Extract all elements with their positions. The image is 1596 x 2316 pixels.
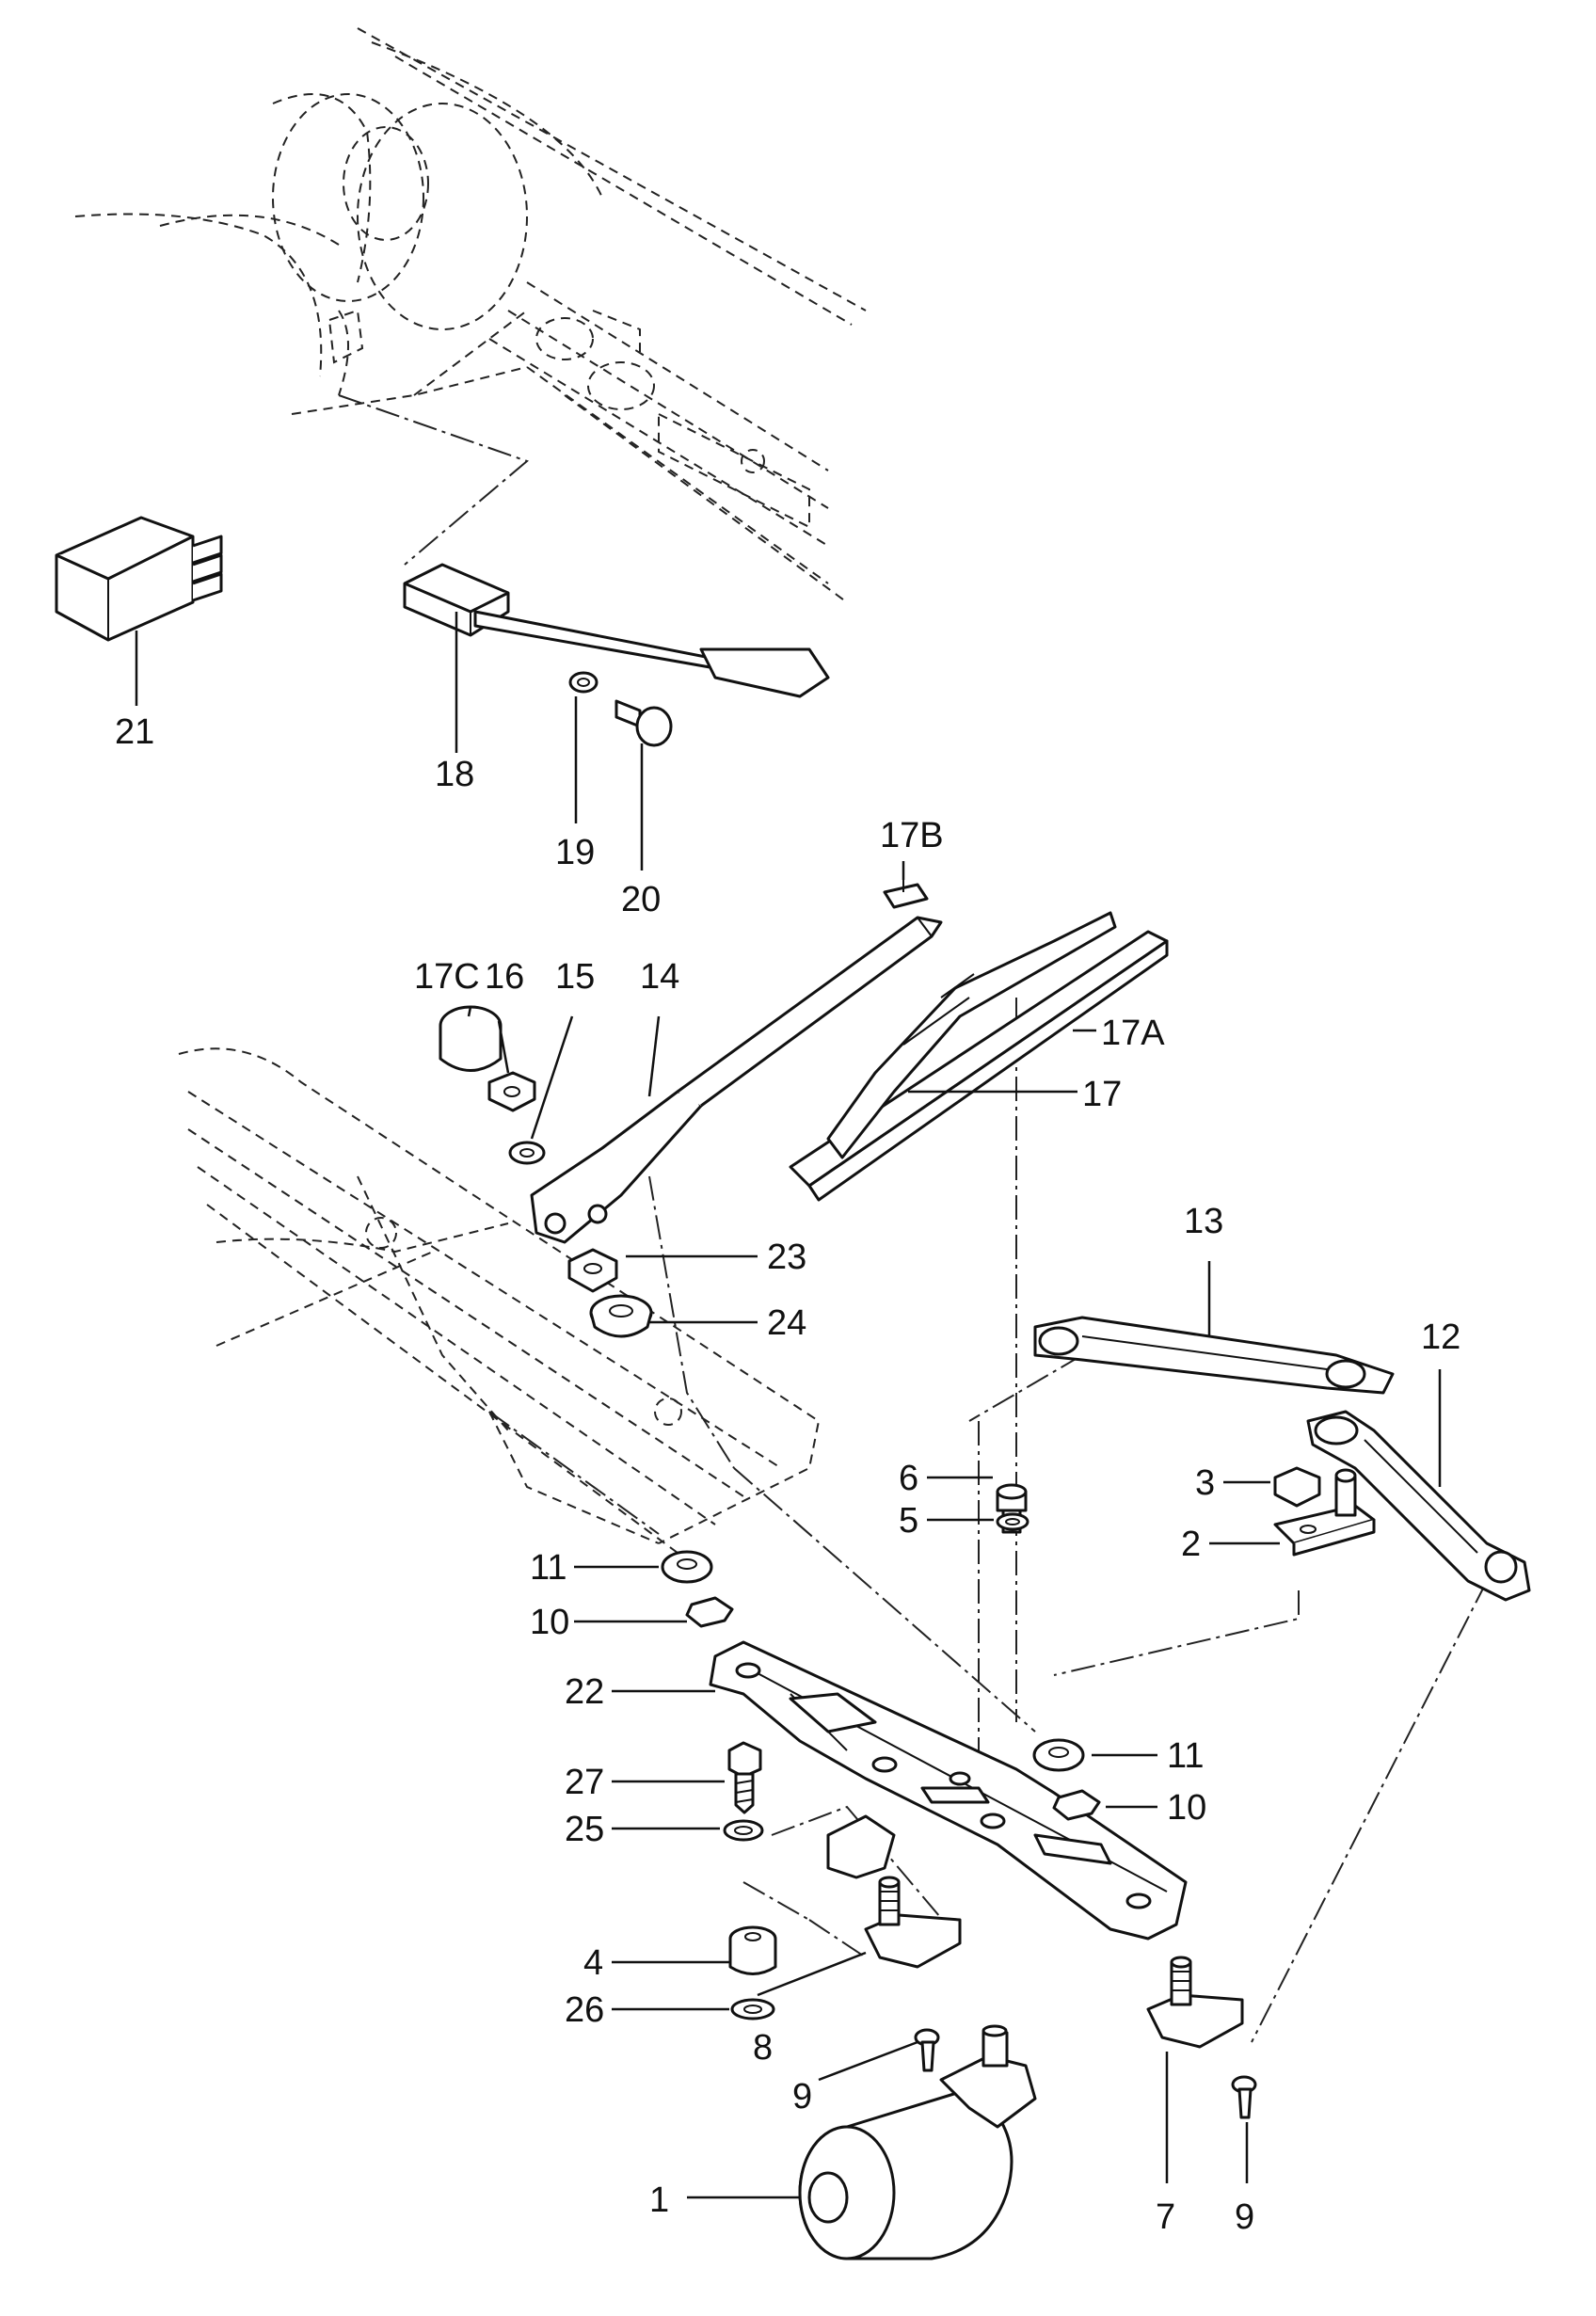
washer-25 xyxy=(723,1819,764,1842)
wiper-arm xyxy=(530,916,943,1244)
label-7: 7 xyxy=(1156,2197,1175,2237)
label-17c: 17C xyxy=(414,957,480,997)
label-5: 5 xyxy=(899,1501,918,1541)
label-6: 6 xyxy=(899,1459,918,1498)
label-20: 20 xyxy=(621,880,661,919)
bushing-24 xyxy=(589,1294,653,1338)
seal-10-left xyxy=(685,1596,734,1628)
label-23: 23 xyxy=(767,1238,806,1277)
washer-19 xyxy=(568,671,598,694)
linkage-rod-13 xyxy=(1033,1316,1395,1395)
label-3: 3 xyxy=(1195,1463,1215,1503)
label-10-right: 10 xyxy=(1167,1788,1206,1828)
label-11-left: 11 xyxy=(530,1548,567,1588)
bearing-7 xyxy=(1146,1956,1244,2049)
label-27: 27 xyxy=(565,1763,604,1802)
label-9-left: 9 xyxy=(792,2077,812,2116)
screw-20 xyxy=(614,699,673,747)
washer-11-right xyxy=(1032,1738,1085,1772)
label-17a: 17A xyxy=(1101,1014,1165,1053)
wiper-motor xyxy=(798,2024,1037,2260)
label-17b: 17B xyxy=(880,816,944,855)
label-17: 17 xyxy=(1082,1075,1122,1114)
label-26: 26 xyxy=(565,1990,604,2030)
label-12: 12 xyxy=(1421,1318,1460,1357)
label-22: 22 xyxy=(565,1672,604,1712)
label-19: 19 xyxy=(555,833,595,872)
wiper-blade xyxy=(789,911,1169,1202)
bolt-27 xyxy=(727,1741,762,1814)
cowl-outline xyxy=(178,1047,821,1554)
nut-16 xyxy=(487,1071,536,1112)
relay xyxy=(55,516,223,642)
label-2: 2 xyxy=(1181,1525,1201,1564)
label-8: 8 xyxy=(753,2028,773,2068)
seal-10-right xyxy=(1052,1789,1101,1821)
label-24: 24 xyxy=(767,1303,806,1343)
rubber-mount-4 xyxy=(728,1925,777,1975)
washer-5 xyxy=(996,1512,1029,1531)
screw-9-left xyxy=(914,2028,940,2072)
label-16: 16 xyxy=(485,957,524,997)
label-10-left: 10 xyxy=(530,1603,569,1642)
dashboard-outline xyxy=(74,27,867,603)
label-13: 13 xyxy=(1184,1202,1223,1241)
screw-9-right xyxy=(1231,2075,1257,2119)
nut-3 xyxy=(1273,1466,1321,1508)
label-15: 15 xyxy=(555,957,595,997)
label-1: 1 xyxy=(649,2180,669,2220)
assembly-lines xyxy=(338,394,1488,2043)
label-18: 18 xyxy=(435,755,474,794)
clip-17b xyxy=(883,866,929,909)
label-25: 25 xyxy=(565,1810,604,1849)
label-14: 14 xyxy=(640,957,679,997)
label-21: 21 xyxy=(115,712,154,752)
wiper-switch xyxy=(403,563,830,698)
label-4: 4 xyxy=(583,1943,603,1983)
nut-23 xyxy=(567,1248,618,1293)
bracket-2 xyxy=(1273,1468,1376,1557)
label-11-right: 11 xyxy=(1167,1736,1204,1776)
washer-11-left xyxy=(661,1550,713,1584)
label-9-right: 9 xyxy=(1235,2197,1254,2237)
leader-lines xyxy=(135,612,1442,2199)
linkage-rod-12 xyxy=(1306,1410,1531,1602)
cap-17c xyxy=(439,1005,503,1072)
part-labels: 21 18 19 20 17B 17C 16 15 14 17A 17 23 2… xyxy=(115,712,1460,2237)
washer-15 xyxy=(508,1141,546,1165)
wiper-frame-22 xyxy=(709,1640,1188,1941)
bearing-8 xyxy=(864,1876,962,1969)
washer-26 xyxy=(730,1998,775,2021)
